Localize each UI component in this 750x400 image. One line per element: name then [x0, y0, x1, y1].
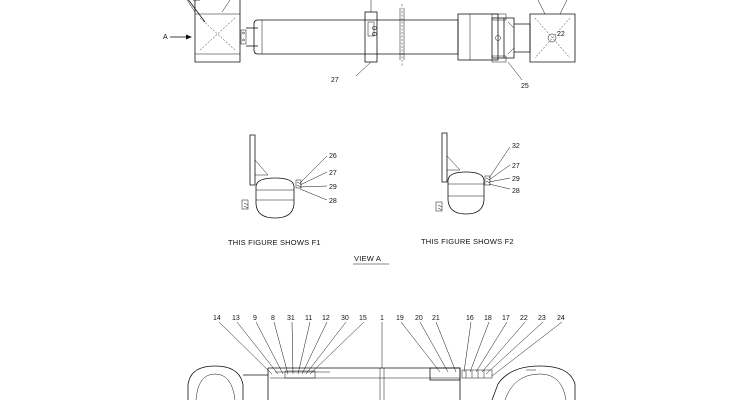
f1-callout-26: 26 — [329, 153, 337, 160]
f1-callout-29: 29 — [329, 184, 337, 191]
section-callout-31: 31 — [287, 315, 295, 322]
callout-27: 27 — [331, 77, 339, 84]
cylinder-section-view — [187, 365, 576, 400]
view-a-f1: 26 27 29 28 — [241, 134, 337, 219]
view-a-title: VIEW A — [354, 254, 381, 263]
section-callout-30: 30 — [341, 315, 349, 322]
f2-callout-29: 29 — [512, 176, 520, 183]
section-callout-9: 9 — [253, 315, 257, 322]
f2-callout-27: 27 — [512, 163, 520, 170]
section-callout-8: 8 — [271, 315, 275, 322]
top-callouts: 22 27 25 — [331, 31, 565, 90]
caption-f2: THIS FIGURE SHOWS F2 — [421, 237, 514, 246]
section-callout-13: 13 — [232, 315, 240, 322]
svg-text:0 0: 0 0 — [370, 26, 377, 36]
arrow-label: A — [163, 34, 168, 41]
section-callout-22: 22 — [520, 315, 528, 322]
section-callout-15: 15 — [359, 315, 367, 322]
section-callout-1: 1 — [380, 315, 384, 322]
f1-callout-27: 27 — [329, 170, 337, 177]
section-callout-17: 17 — [502, 315, 510, 322]
section-callout-18: 18 — [484, 315, 492, 322]
section-callout-16: 16 — [466, 315, 474, 322]
section-callouts: 14 13 9 8 31 11 12 30 15 1 19 20 21 16 1… — [213, 315, 565, 377]
section-callout-23: 23 — [538, 315, 546, 322]
callout-22: 22 — [557, 31, 565, 38]
section-callout-14: 14 — [213, 315, 221, 322]
view-a-arrow: A — [163, 34, 192, 41]
cylinder-top-view: 0 0 — [186, 0, 576, 66]
section-callout-12: 12 — [322, 315, 330, 322]
section-callout-24: 24 — [557, 315, 565, 322]
f2-callout-32: 32 — [512, 143, 520, 150]
section-callout-11: 11 — [305, 315, 312, 322]
section-callout-19: 19 — [396, 315, 404, 322]
caption-f1: THIS FIGURE SHOWS F1 — [228, 238, 321, 247]
section-callout-20: 20 — [415, 315, 423, 322]
callout-25: 25 — [521, 83, 529, 90]
view-a-f2: 32 27 29 28 — [435, 132, 520, 215]
f1-callout-28: 28 — [329, 198, 337, 205]
section-callout-21: 21 — [432, 315, 440, 322]
f2-callout-28: 28 — [512, 188, 520, 195]
